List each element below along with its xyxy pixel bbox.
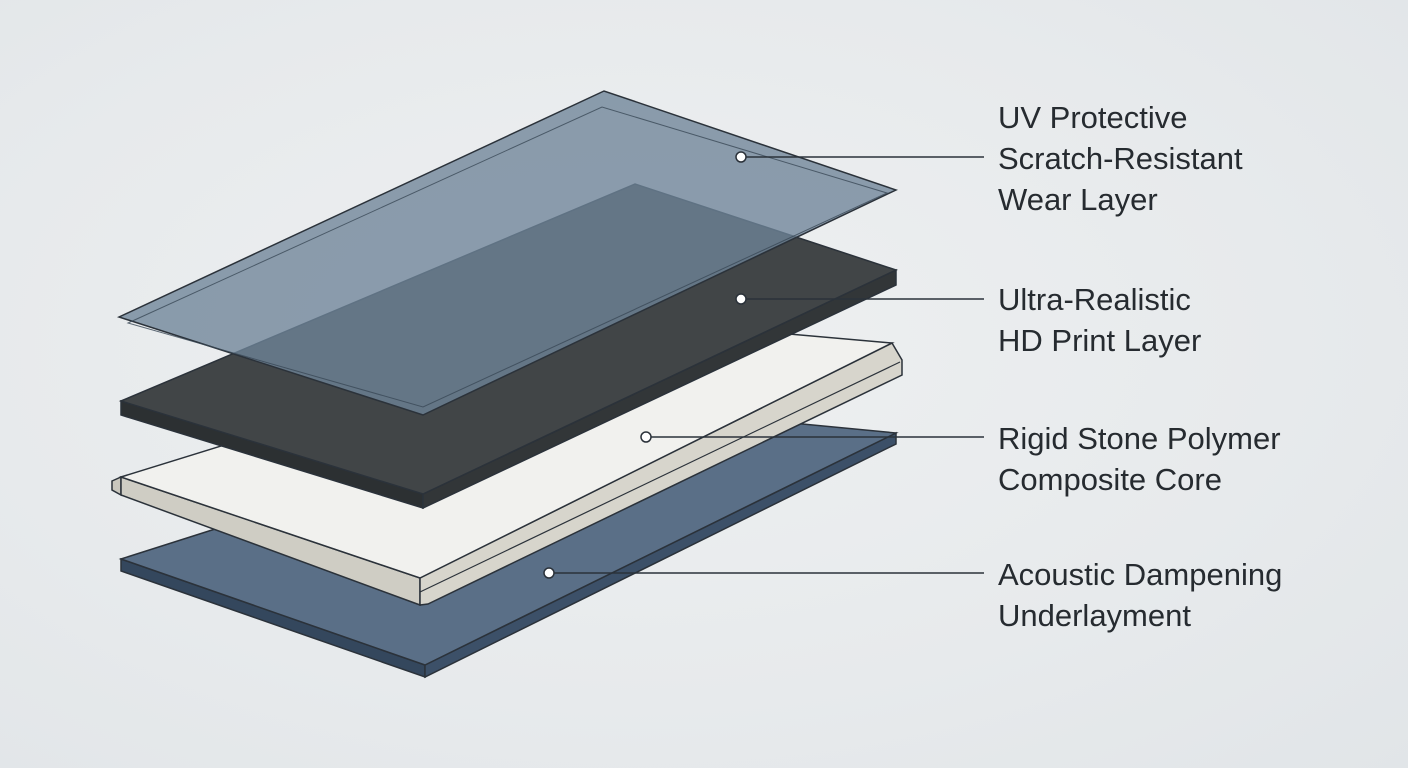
wear-inner-edge bbox=[126, 106, 889, 408]
label-line: Ultra-Realistic bbox=[998, 282, 1191, 317]
callout-dot-core bbox=[640, 431, 652, 443]
label-line: Composite Core bbox=[998, 462, 1222, 497]
label-line: Rigid Stone Polymer bbox=[998, 421, 1281, 456]
label-line: UV Protective bbox=[998, 100, 1188, 135]
callout-dot-under bbox=[543, 567, 555, 579]
label-underlayment-layer: Acoustic Dampening Underlayment bbox=[998, 554, 1398, 636]
core-tongue bbox=[111, 475, 122, 497]
wear-top bbox=[116, 90, 898, 416]
callout-dot-wear bbox=[735, 151, 747, 163]
callout-dots bbox=[543, 151, 747, 579]
label-line: HD Print Layer bbox=[998, 323, 1202, 358]
callout-dot-print bbox=[735, 293, 747, 305]
label-core-layer: Rigid Stone Polymer Composite Core bbox=[998, 418, 1398, 500]
label-line: Underlayment bbox=[998, 598, 1191, 633]
label-line: Scratch-Resistant bbox=[998, 141, 1243, 176]
leader-lines bbox=[554, 156, 984, 574]
label-print-layer: Ultra-Realistic HD Print Layer bbox=[998, 279, 1398, 361]
label-wear-layer: UV Protective Scratch-Resistant Wear Lay… bbox=[998, 97, 1398, 220]
wear-layer bbox=[116, 90, 898, 416]
label-line: Acoustic Dampening bbox=[998, 557, 1283, 592]
label-line: Wear Layer bbox=[998, 182, 1158, 217]
